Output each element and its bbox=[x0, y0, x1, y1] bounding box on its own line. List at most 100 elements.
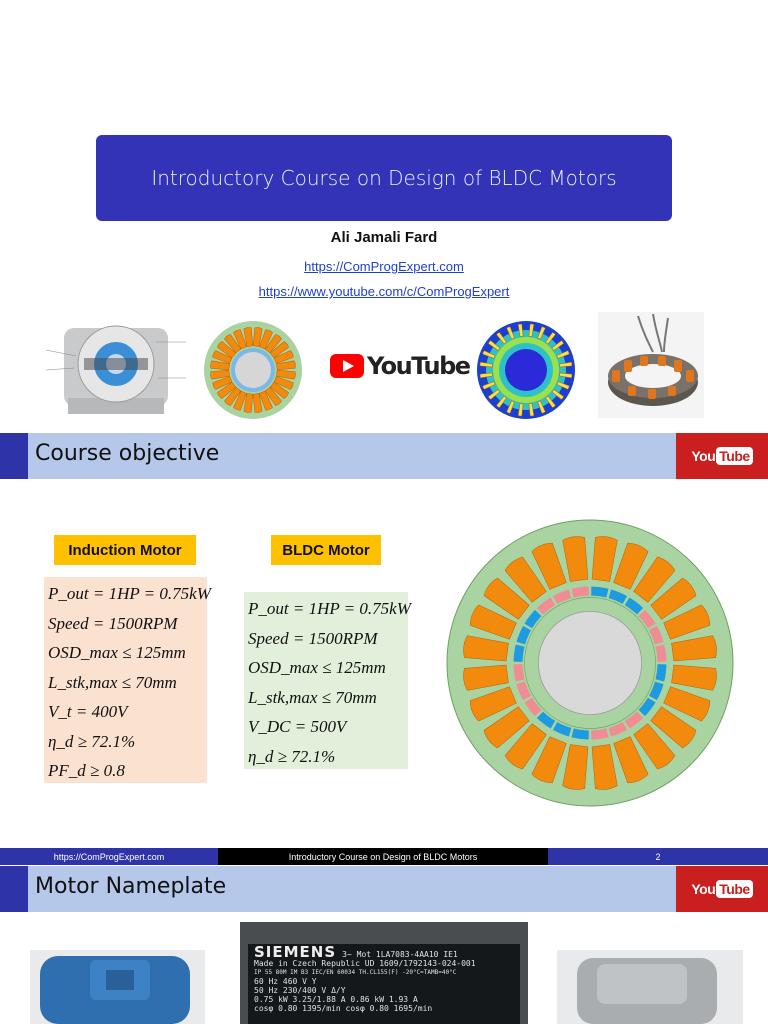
stator-slot-winding bbox=[613, 542, 649, 590]
youtube-badge-tube: Tube bbox=[716, 880, 753, 898]
rotor-magnet-segment bbox=[608, 722, 628, 737]
stator-slot-winding bbox=[243, 327, 254, 347]
rotor-magnet-segment bbox=[516, 625, 531, 645]
rotor-magnet-segment bbox=[591, 728, 609, 740]
spec-line: P_out = 1HP = 0.75kW bbox=[248, 599, 411, 618]
dc-motor-diagram-image bbox=[46, 325, 186, 414]
header-accent bbox=[0, 433, 28, 479]
stator-slot-winding bbox=[224, 386, 242, 406]
stator-slot-winding bbox=[613, 736, 649, 784]
footer-course-title: Introductory Course on Design of BLDC Mo… bbox=[218, 848, 548, 865]
stator-slot-winding bbox=[212, 350, 233, 364]
rotor-magnet-segment bbox=[536, 597, 556, 615]
stator-slot-winding bbox=[212, 376, 233, 390]
header-band bbox=[28, 433, 676, 479]
stator-slot-winding bbox=[210, 369, 230, 380]
rotor-magnet-segment bbox=[516, 681, 531, 701]
fea-slot bbox=[496, 332, 507, 345]
bldc-cross-section-small-image bbox=[204, 321, 302, 419]
fea-slot bbox=[528, 403, 535, 417]
stator-slot-winding bbox=[273, 376, 294, 390]
stator-slot-winding bbox=[531, 736, 567, 784]
fea-slot bbox=[479, 372, 493, 379]
fea-slot bbox=[482, 381, 496, 390]
youtube-channel-link[interactable]: https://www.youtube.com/c/ComProgExpert bbox=[258, 284, 510, 299]
stator-slot-winding bbox=[264, 334, 282, 354]
rotor-magnet-segment bbox=[624, 711, 644, 729]
rotor-magnet-segment bbox=[513, 644, 525, 662]
nameplate-line: cosφ 0.80 1395/min cosφ 0.80 1695/min bbox=[254, 1004, 433, 1013]
stator-slot-winding bbox=[273, 350, 294, 364]
grey-motor-photo bbox=[557, 950, 743, 1024]
spec-line: Speed = 1500RPM bbox=[48, 613, 178, 633]
youtube-logo-text: YouTube bbox=[367, 352, 471, 380]
stator-slot-winding bbox=[210, 360, 230, 371]
rotor-magnet-segment bbox=[536, 711, 556, 729]
stator-slot-winding bbox=[276, 360, 296, 371]
author-name: Ali Jamali Fard bbox=[330, 229, 438, 246]
stator-slot-winding bbox=[252, 393, 263, 413]
fea-slot bbox=[496, 395, 507, 408]
bldc-spec-box: P_out = 1HP = 0.75kW Speed = 1500RPM OSD… bbox=[244, 592, 411, 769]
stator-slot-winding bbox=[269, 381, 289, 399]
stator-slot-winding bbox=[591, 744, 618, 790]
stator-slot-winding bbox=[650, 577, 697, 620]
spec-line: Speed = 1500RPM bbox=[248, 628, 378, 648]
rotor-magnet-segment bbox=[552, 589, 572, 604]
fea-slot bbox=[545, 332, 556, 345]
stator-slot-winding bbox=[663, 604, 711, 640]
rotor-magnet-segment bbox=[638, 697, 656, 717]
stator-slot-winding bbox=[243, 393, 254, 413]
spec-line: PF_d ≥ 0.8 bbox=[48, 761, 125, 780]
fea-slot bbox=[556, 350, 570, 359]
course-title: Introductory Course on Design of BLDC Mo… bbox=[151, 166, 617, 190]
rotor-magnet-segment bbox=[552, 722, 572, 737]
fea-slot bbox=[482, 350, 496, 359]
website-link[interactable]: https://ComProgExpert.com bbox=[304, 259, 464, 274]
fea-slot bbox=[488, 389, 501, 400]
slide-footer: https://ComProgExpert.com Introductory C… bbox=[0, 848, 768, 865]
youtube-badge-tube: Tube bbox=[716, 447, 753, 465]
spec-line: OSD_max ≤ 125mm bbox=[248, 658, 386, 677]
stator-slot-winding bbox=[483, 706, 530, 749]
spec-line: η_d ≥ 72.1% bbox=[48, 731, 136, 751]
stator-slot-winding bbox=[264, 386, 282, 406]
stator-slot-winding bbox=[591, 536, 618, 582]
fea-slot bbox=[488, 340, 501, 351]
bldc-cross-section-diagram bbox=[446, 519, 734, 807]
nameplate-line: 0.75 kW 3.25/1.88 A 0.86 kW 1.93 A bbox=[254, 995, 418, 1004]
stator-slot-winding bbox=[671, 664, 717, 691]
stator-slot-winding bbox=[562, 536, 589, 582]
stator-slot-winding bbox=[504, 556, 547, 603]
stator-winding-photo bbox=[598, 312, 704, 418]
stator-slot-winding bbox=[269, 341, 289, 359]
rotor-magnet-segment bbox=[649, 681, 664, 701]
spec-line: OSD_max ≤ 125mm bbox=[48, 643, 186, 662]
fea-slot bbox=[551, 389, 564, 400]
spec-line: L_stk,max ≤ 70mm bbox=[248, 687, 377, 707]
rotor-magnet-segment bbox=[655, 664, 667, 682]
fea-slot bbox=[537, 326, 546, 340]
stator-slot-winding bbox=[259, 329, 273, 350]
fea-slot bbox=[545, 395, 556, 408]
spec-line: L_stk,max ≤ 70mm bbox=[48, 672, 177, 692]
stator-slot-winding bbox=[252, 327, 263, 347]
induction-spec-box: P_out = 1HP = 0.75kW Speed = 1500RPM OSD… bbox=[44, 577, 211, 783]
nameplate-brand: SIEMENS bbox=[254, 943, 337, 961]
stator-slot-winding bbox=[650, 706, 697, 749]
fea-slot bbox=[506, 326, 515, 340]
fea-slot bbox=[556, 381, 570, 390]
stator-slot-winding bbox=[633, 556, 676, 603]
header-band bbox=[28, 866, 676, 912]
rotor-magnet-segment bbox=[571, 586, 589, 598]
stator-slot-winding bbox=[671, 635, 717, 662]
stator-slot-winding bbox=[259, 390, 273, 411]
stator-slot-winding bbox=[633, 723, 676, 770]
stator-slot-winding bbox=[531, 542, 567, 590]
